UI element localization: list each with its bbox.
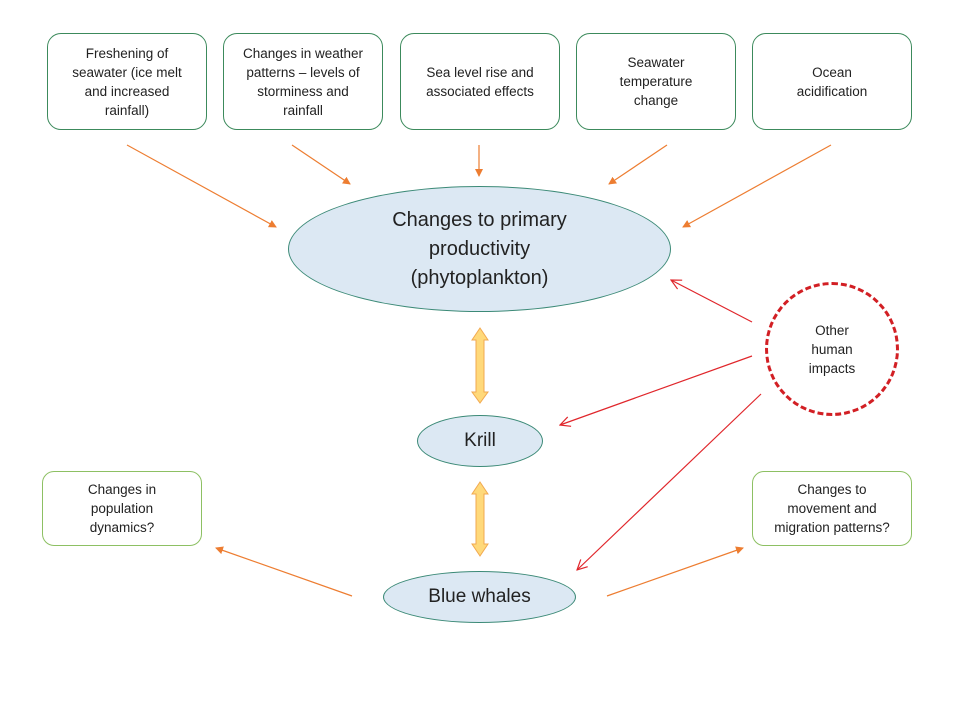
double-arrow-productivity-krill — [471, 327, 489, 404]
primary-productivity-label: Changes to primary productivity (phytopl… — [392, 208, 567, 289]
other-human-impacts-node: Other human impacts — [765, 282, 899, 416]
arrow-weather-to-productivity — [291, 144, 351, 185]
outcome-label: Changes to movement and migration patter… — [774, 482, 890, 535]
driver-label: Ocean acidification — [796, 64, 868, 99]
arrow-acidification-to-productivity — [682, 144, 832, 228]
arrow-whales-to-migration — [606, 546, 744, 597]
arrow-human-to-krill — [560, 355, 753, 425]
other-human-impacts-label: Other human impacts — [808, 322, 856, 376]
driver-label: Changes in weather patterns – levels of … — [242, 45, 364, 118]
driver-label: Sea level rise and associated effects — [426, 64, 534, 99]
double-arrow-krill-whales — [471, 481, 489, 557]
driver-box-sea-level: Sea level rise and associated effects — [400, 33, 560, 130]
blue-whales-node: Blue whales — [383, 571, 576, 623]
driver-box-weather: Changes in weather patterns – levels of … — [223, 33, 383, 130]
arrow-whales-to-population — [215, 546, 353, 597]
outcome-box-population-dynamics: Changes in population dynamics? — [42, 471, 202, 546]
blue-whales-label: Blue whales — [428, 586, 531, 607]
krill-node: Krill — [417, 415, 543, 467]
primary-productivity-node: Changes to primary productivity (phytopl… — [288, 186, 671, 312]
arrow-human-to-blue-whales — [577, 393, 762, 570]
driver-box-temperature: Seawater temperature change — [576, 33, 736, 130]
arrow-temperature-to-productivity — [608, 144, 668, 185]
outcome-label: Changes in population dynamics? — [87, 482, 157, 535]
driver-box-acidification: Ocean acidification — [752, 33, 912, 130]
arrow-human-to-productivity — [671, 280, 753, 323]
driver-box-freshening: Freshening of seawater (ice melt and inc… — [47, 33, 207, 130]
krill-label: Krill — [464, 430, 496, 451]
driver-label: Freshening of seawater (ice melt and inc… — [72, 45, 182, 118]
arrow-freshening-to-productivity — [126, 144, 277, 228]
driver-label: Seawater temperature change — [619, 55, 693, 108]
outcome-box-migration: Changes to movement and migration patter… — [752, 471, 912, 546]
